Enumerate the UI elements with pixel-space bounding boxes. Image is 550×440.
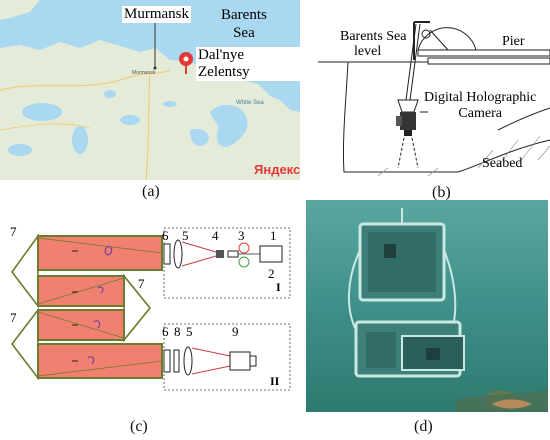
barents-sea-label: Barents Sea	[221, 7, 267, 41]
label-5-top: 5	[182, 228, 189, 243]
optical-path-diagram	[10, 227, 291, 391]
label-6-low: 6	[162, 324, 169, 339]
white-sea-label: White Sea	[236, 100, 264, 106]
label-9: 9	[232, 324, 239, 339]
dalnye-zelentsy-label: Dal'nye Zelentsy	[196, 47, 300, 81]
label-5-low: 5	[186, 324, 193, 339]
pier-label: Pier	[502, 34, 525, 49]
underwater-camera-photo	[306, 200, 548, 412]
label-7-low: 7	[10, 310, 17, 325]
panel-d-photo	[306, 200, 548, 412]
caption-d: (d)	[414, 418, 433, 435]
label-3: 3	[238, 228, 245, 243]
seabed-label: Seabed	[482, 156, 523, 171]
chamber-4	[37, 343, 163, 379]
panel-c-optical-scheme: 7 7 7 6 5 4 3 1 2 I 6 8 5 9 II	[6, 224, 296, 394]
label-4: 4	[212, 228, 219, 243]
caption-a: (a)	[142, 183, 160, 200]
label-1: 1	[270, 228, 277, 243]
chamber-1	[37, 235, 163, 271]
unit-II-label: II	[270, 374, 280, 388]
barents-sea-level-label: Barents Sea level	[340, 29, 407, 59]
town-label: Murmansk	[132, 70, 156, 76]
unit-I-label: I	[276, 280, 281, 294]
panel-b-schematic: Barents Sea level Pier Digital Holograph…	[318, 0, 550, 182]
camera-label: Digital Holographic Camera	[424, 90, 537, 121]
yandex-logo: Яндекс	[254, 162, 301, 177]
label-7-top: 7	[10, 224, 17, 239]
label-2: 2	[268, 266, 275, 281]
label-6-top: 6	[162, 228, 169, 243]
murmansk-label: Murmansk	[122, 6, 191, 23]
caption-b: (b)	[432, 184, 451, 201]
label-8: 8	[174, 324, 181, 339]
caption-c: (c)	[130, 418, 148, 435]
label-7-mid: 7	[138, 276, 145, 291]
deployment-diagram	[318, 21, 550, 177]
panel-a-map: Murmansk Barents Sea Dal'nye Zelentsy Wh…	[0, 0, 301, 181]
